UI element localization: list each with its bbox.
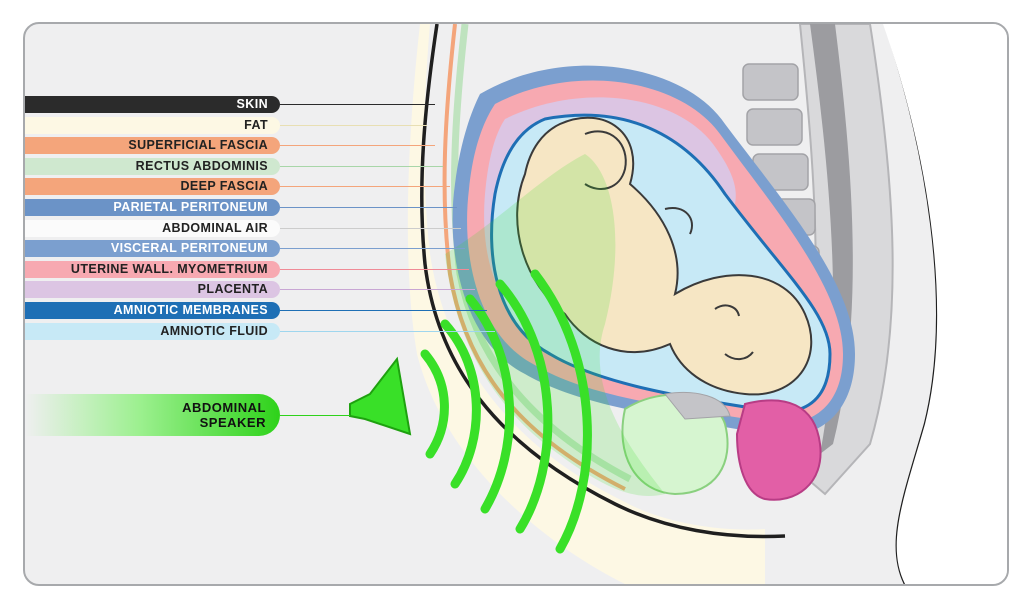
layer-label-parietal-peritoneum: PARIETAL PERITONEUM bbox=[25, 199, 280, 216]
diagram-frame: SKIN FAT SUPERFICIAL FASCIA RECTUS ABDOMINI… bbox=[23, 22, 1009, 586]
fat-layer bbox=[407, 24, 765, 584]
leader-line bbox=[280, 165, 443, 167]
anatomy-illustration bbox=[349, 24, 1007, 584]
speaker-label-line2: SPEAKER bbox=[199, 415, 266, 430]
superficial-fascia-line bbox=[442, 24, 626, 491]
speaker-label-line1: ABDOMINAL bbox=[182, 400, 266, 415]
layer-label-amniotic-membranes: AMNIOTIC MEMBRANES bbox=[25, 302, 280, 319]
leader-line bbox=[280, 330, 495, 332]
layer-label-uterine-wall-myometrium: UTERINE WALL. MYOMETRIUM bbox=[25, 260, 280, 278]
layer-label-superficial-fascia: SUPERFICIAL FASCIA bbox=[25, 137, 280, 155]
pubic-bone bbox=[664, 391, 731, 420]
leader-line bbox=[280, 248, 465, 250]
sound-field bbox=[445, 154, 665, 496]
layer-label-skin: SKIN bbox=[25, 96, 280, 113]
leader-line bbox=[280, 104, 435, 105]
leader-line bbox=[280, 268, 469, 270]
body-back-fill bbox=[883, 24, 1007, 584]
layer-label-deep-fascia: DEEP FASCIA bbox=[25, 178, 280, 196]
layer-label-amniotic-fluid: AMNIOTIC FLUID bbox=[25, 322, 280, 340]
leader-line bbox=[280, 310, 487, 311]
speaker-leader-line bbox=[280, 415, 350, 416]
layer-label-rectus-abdominis: RECTUS ABDOMINIS bbox=[25, 157, 280, 175]
leader-line bbox=[280, 124, 427, 126]
layer-label-fat: FAT bbox=[25, 116, 280, 134]
leader-line bbox=[280, 227, 461, 229]
sound-wave-arcs bbox=[420, 269, 592, 554]
leader-line bbox=[280, 186, 450, 188]
leader-line bbox=[280, 145, 435, 147]
layer-label-visceral-peritoneum: VISCERAL PERITONEUM bbox=[25, 240, 280, 258]
leader-line bbox=[280, 207, 457, 208]
layer-label-abdominal-air: ABDOMINAL AIR bbox=[25, 219, 280, 237]
fetus bbox=[516, 116, 813, 396]
cervix bbox=[735, 399, 822, 501]
abdominal-speaker-label: ABDOMINAL SPEAKER bbox=[25, 394, 280, 436]
speaker-icon bbox=[349, 356, 412, 436]
leader-line bbox=[280, 289, 475, 291]
layer-label-placenta: PLACENTA bbox=[25, 281, 280, 299]
